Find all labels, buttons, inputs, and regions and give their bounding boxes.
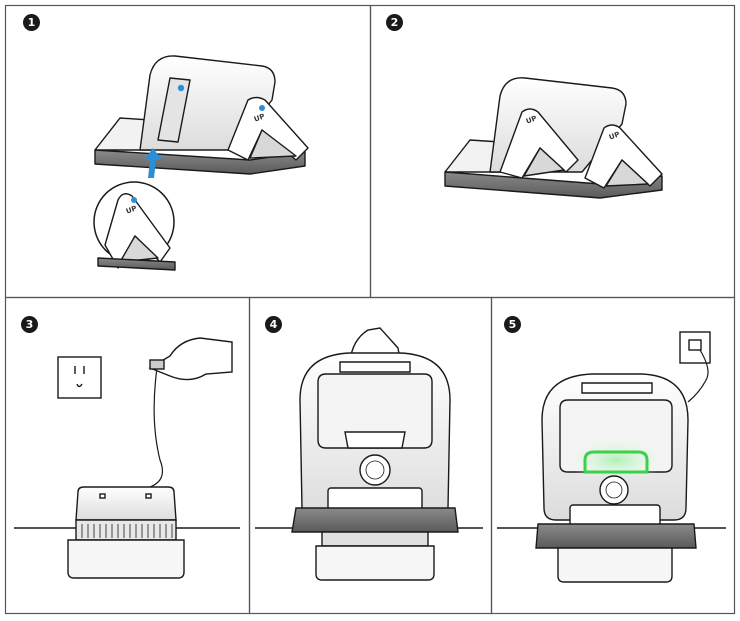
step-badge-1: 1: [23, 14, 40, 31]
step-badge-5: 5: [504, 316, 521, 333]
panel-3-station: [14, 337, 240, 579]
step-badge-2: 2: [386, 14, 403, 31]
panel-5-robot: [497, 331, 726, 583]
step-badge-3: 3: [21, 316, 38, 333]
panel-1-stand: [93, 55, 309, 271]
panel-4-robot: [255, 327, 483, 581]
step-badge-4: 4: [265, 316, 282, 333]
panel-grid: [4, 4, 736, 615]
panel-2-stand: [444, 77, 663, 199]
